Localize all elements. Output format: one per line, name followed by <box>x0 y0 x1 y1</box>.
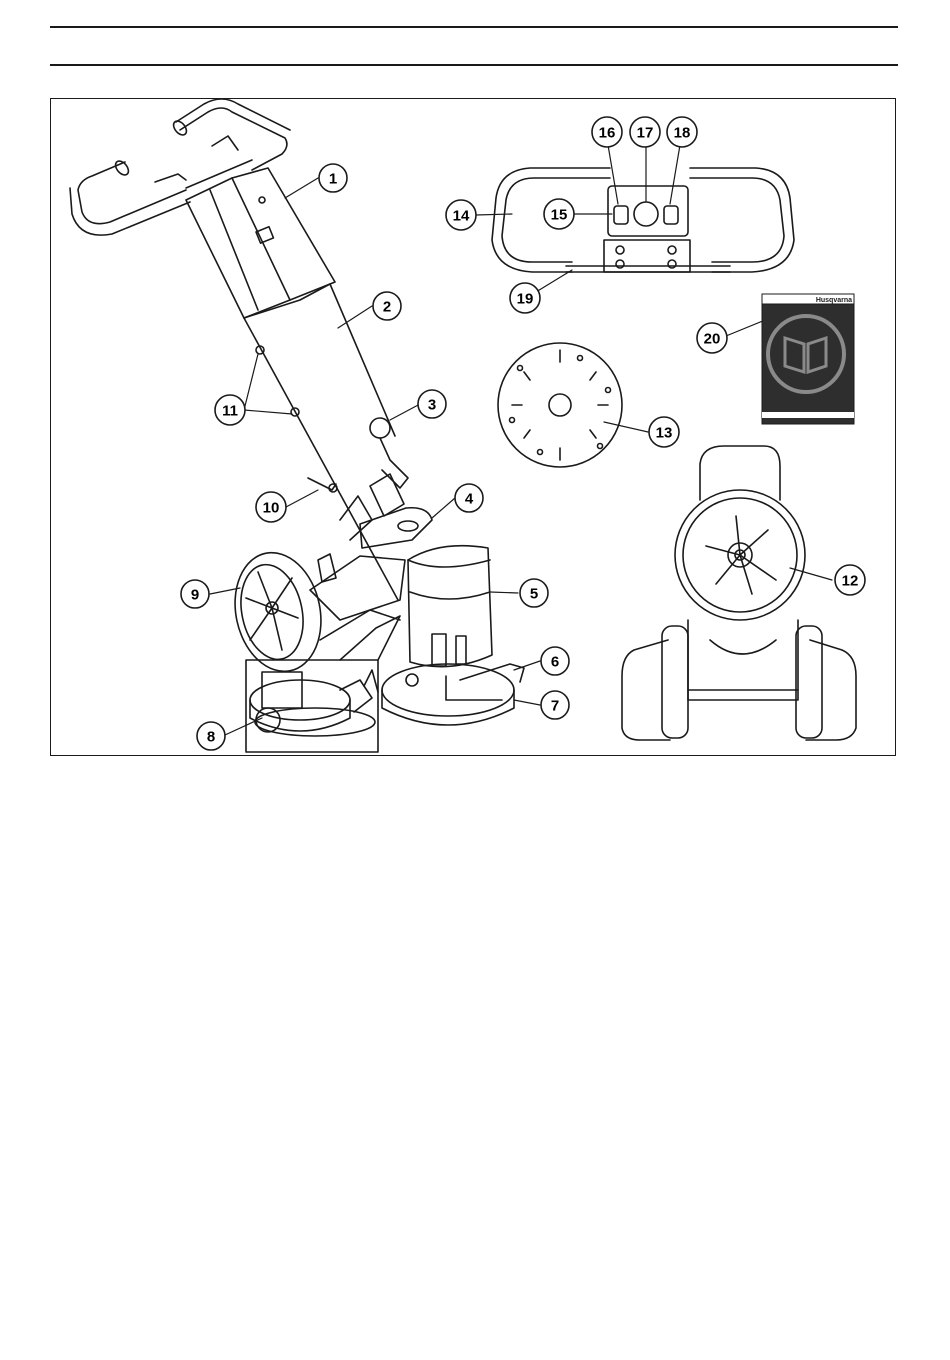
callout-11: 11 <box>215 395 245 425</box>
svg-text:14: 14 <box>453 208 470 225</box>
svg-text:13: 13 <box>656 425 673 442</box>
svg-text:8: 8 <box>207 729 215 746</box>
svg-text:5: 5 <box>530 586 538 603</box>
callout-10: 10 <box>256 492 286 522</box>
callout-6: 6 <box>541 647 569 675</box>
svg-text:17: 17 <box>637 125 654 142</box>
svg-text:3: 3 <box>428 397 436 414</box>
leader-lines <box>210 145 832 735</box>
callout-16: 16 <box>592 117 622 147</box>
callout-9: 9 <box>181 580 209 608</box>
callout-12: 12 <box>835 565 865 595</box>
callout-1: 1 <box>319 164 347 192</box>
control-handle-drawing <box>492 168 794 272</box>
svg-text:18: 18 <box>674 125 691 142</box>
svg-text:1: 1 <box>329 171 337 188</box>
motor-drawing <box>408 546 492 667</box>
svg-text:16: 16 <box>599 125 616 142</box>
svg-text:10: 10 <box>263 500 280 517</box>
callout-8: 8 <box>197 722 225 750</box>
svg-text:15: 15 <box>551 207 568 224</box>
callout-20: 20 <box>697 323 727 353</box>
callout-13: 13 <box>649 417 679 447</box>
svg-text:9: 9 <box>191 587 199 604</box>
svg-text:7: 7 <box>551 698 559 715</box>
plate-drawing <box>360 508 432 548</box>
callout-14: 14 <box>446 200 476 230</box>
callout-3: 3 <box>418 390 446 418</box>
callout-2: 2 <box>373 292 401 320</box>
callout-15: 15 <box>544 199 574 229</box>
column-drawing <box>186 168 398 600</box>
callouts: 1 2 3 4 5 6 7 8 9 10 11 12 13 14 15 16 1… <box>181 117 865 750</box>
wheel-drawing <box>224 545 331 680</box>
grinding-head-drawing <box>250 664 524 731</box>
svg-text:12: 12 <box>842 573 859 590</box>
svg-text:20: 20 <box>704 331 721 348</box>
callout-18: 18 <box>667 117 697 147</box>
svg-text:19: 19 <box>517 291 534 308</box>
tool-disc-drawing <box>498 343 622 467</box>
svg-text:2: 2 <box>383 299 391 316</box>
callout-7: 7 <box>541 691 569 719</box>
svg-text:11: 11 <box>222 403 238 420</box>
callout-5: 5 <box>520 579 548 607</box>
svg-text:4: 4 <box>465 491 474 508</box>
callout-4: 4 <box>455 484 483 512</box>
callout-17: 17 <box>630 117 660 147</box>
rear-view-drawing <box>622 446 856 740</box>
tilt-arm-drawing <box>340 418 408 540</box>
handlebar-drawing <box>70 99 290 235</box>
manual-booklet: Husqvarna <box>762 294 854 424</box>
svg-text:6: 6 <box>551 654 559 671</box>
callout-19: 19 <box>510 283 540 313</box>
booklet-brand-label: Husqvarna <box>816 297 852 304</box>
